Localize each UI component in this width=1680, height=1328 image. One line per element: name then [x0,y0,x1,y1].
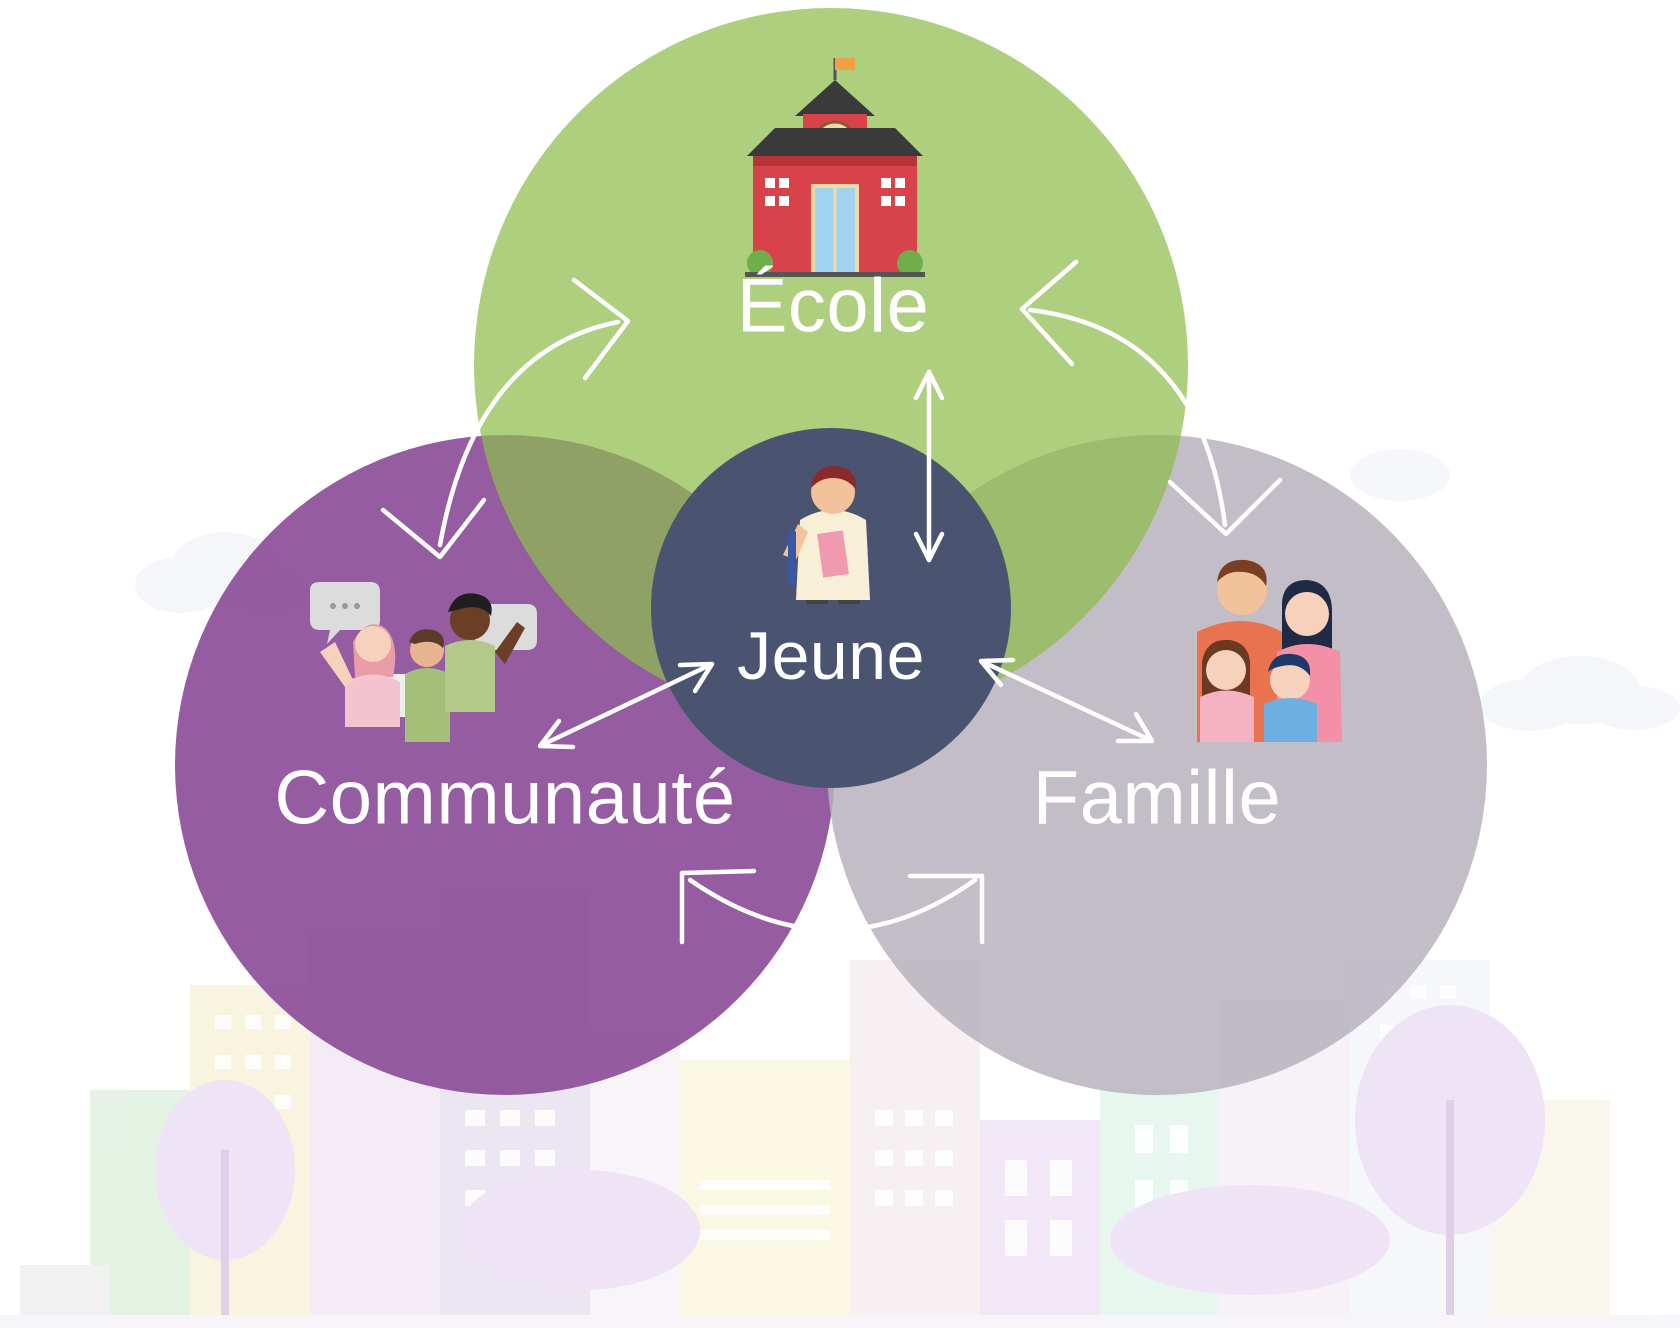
arrowhead-jeune-right [978,657,1016,688]
arrow-communaute-famille [687,877,978,933]
arrowhead-ecole-side-right [1019,259,1079,367]
label-famille: Famille [1032,755,1282,841]
arrowhead-jeune-left [677,661,715,694]
relationship-arrows [380,259,1283,945]
arrowhead-communaute-diagonal [537,718,576,750]
label-communaute: Communauté [274,755,736,841]
arrowhead-communaute-side-top [380,497,487,560]
circle-jeune [651,428,1011,788]
arrowhead-famille-diagonal [1115,711,1155,744]
arrow-ecole-famille [1027,307,1228,528]
label-ecole: École [736,263,930,349]
school-building-icon [745,58,925,277]
label-jeune: Jeune [737,618,925,694]
arrow-jeune-famille [980,659,1153,743]
arrowhead-communaute-side-bottom [679,868,757,945]
arrow-ecole-communaute [437,319,621,548]
circle-ecole [474,8,1188,722]
family-icon [1197,559,1342,742]
arrow-jeune-communaute [539,662,713,748]
community-people-icon [310,582,537,742]
arrowhead-famille-side-bottom [907,873,985,945]
student-icon [783,466,870,604]
arrowhead-jeune-vertical [913,531,945,563]
arrowhead-famille-side-top [1167,477,1283,537]
arrowhead-ecole-vertical [913,369,945,401]
arrowhead-ecole-side-left [571,277,631,381]
